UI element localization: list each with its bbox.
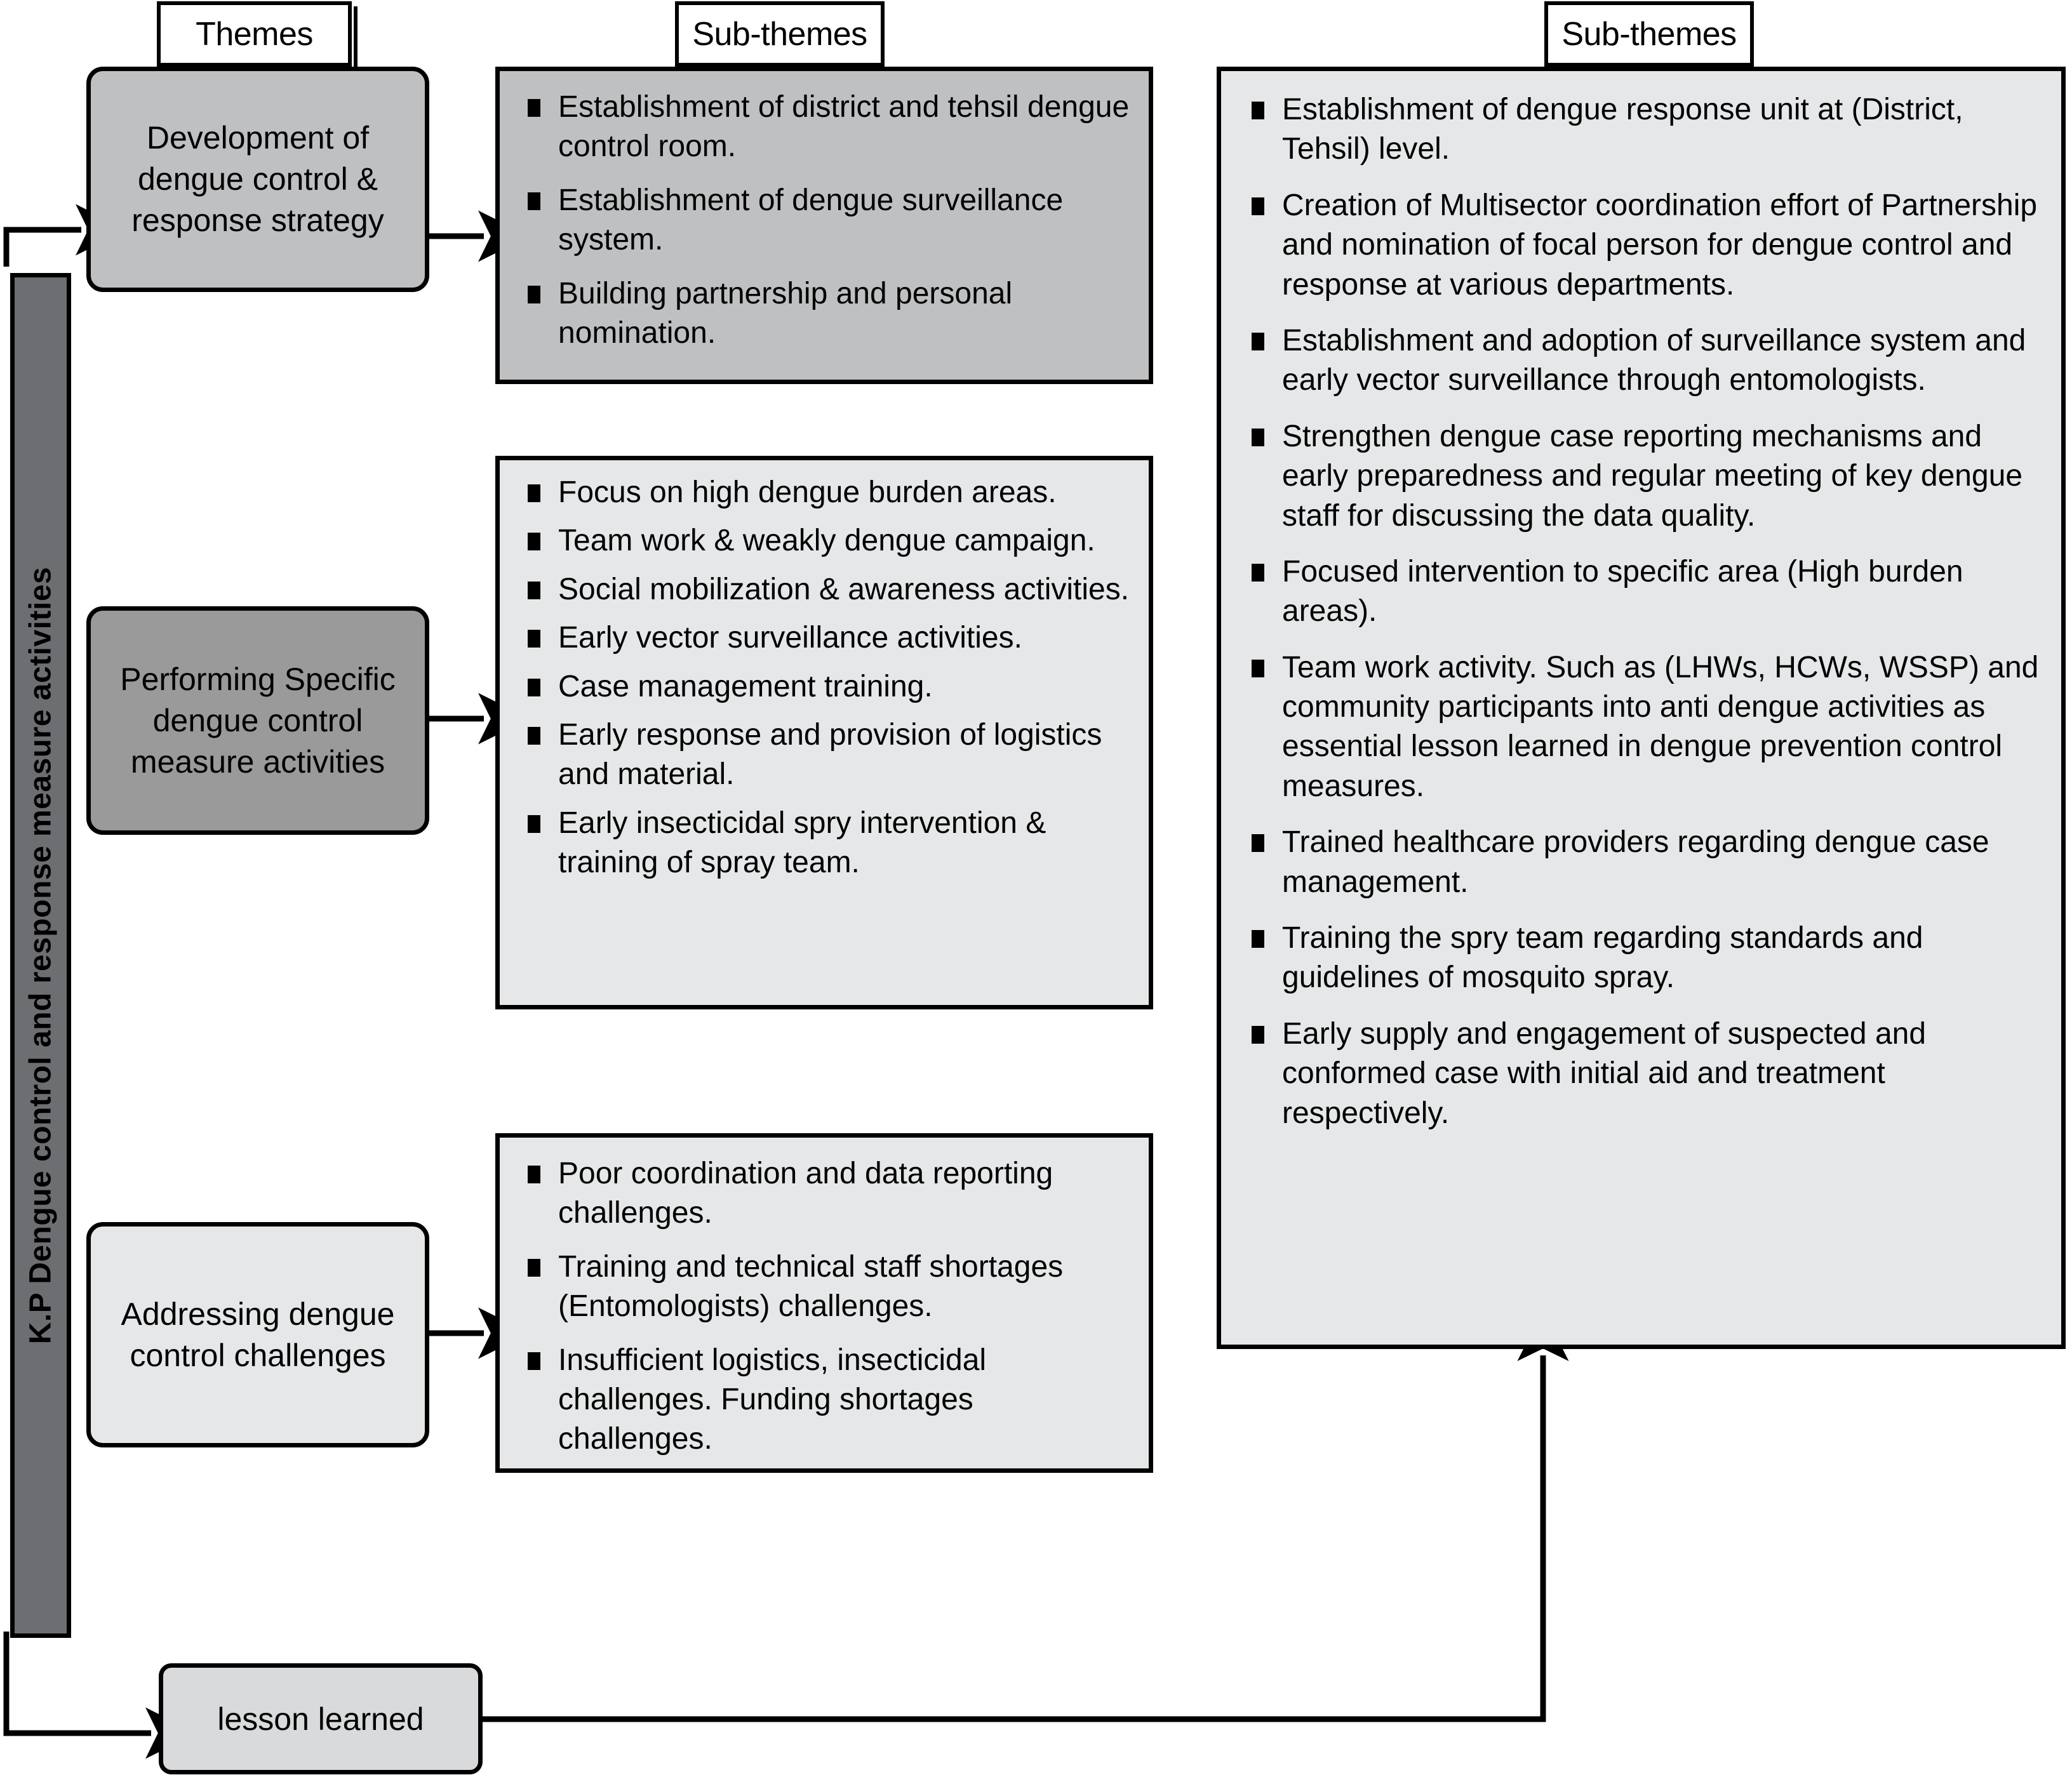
list-item: Poor coordination and data reporting cha…: [519, 1154, 1130, 1233]
list-item: Early response and provision of logistic…: [519, 715, 1130, 795]
square-bullet-icon: [528, 581, 540, 599]
list-item-text: Building partnership and personal nomina…: [558, 276, 1013, 350]
list-item-text: Team work & weakly dengue campaign.: [558, 524, 1095, 558]
list-item-text: Early response and provision of logistic…: [558, 717, 1102, 792]
square-bullet-icon: [528, 1258, 540, 1277]
list-item: Establishment of district and tehsil den…: [519, 88, 1130, 167]
list-item: Training the spry team regarding standar…: [1243, 919, 2040, 998]
list-item: Strengthen dengue case reporting mechani…: [1243, 417, 2040, 536]
list-item-text: Early vector surveillance activities.: [558, 621, 1022, 655]
wire-spine-to-lesson: [3, 1632, 197, 1759]
spine-label: K.P Dengue control and response measure …: [23, 566, 58, 1345]
list-item-text: Strengthen dengue case reporting mechani…: [1282, 419, 2023, 533]
header-subthemes-middle: Sub-themes: [675, 1, 885, 67]
square-bullet-icon: [1252, 563, 1264, 582]
list-item-text: Poor coordination and data reporting cha…: [558, 1157, 1053, 1230]
square-bullet-icon: [1252, 834, 1264, 853]
list-item: Early vector surveillance activities.: [519, 618, 1130, 658]
list-item: Establishment and adoption of surveillan…: [1243, 321, 2040, 401]
lesson-learned-box[interactable]: lesson learned: [159, 1663, 483, 1774]
square-bullet-icon: [528, 192, 540, 210]
square-bullet-icon: [528, 533, 540, 551]
list-item-text: Establishment of district and tehsil den…: [558, 90, 1130, 164]
list-item: Insufficient logistics, insecticidal cha…: [519, 1341, 1130, 1460]
square-bullet-icon: [528, 285, 540, 303]
list-item: Case management training.: [519, 667, 1130, 707]
subtheme-box-right[interactable]: Establishment of dengue response unit at…: [1217, 67, 2066, 1349]
subtheme-list-3: Poor coordination and data reporting cha…: [519, 1154, 1130, 1460]
list-item: Creation of Multisector coordination eff…: [1243, 186, 2040, 305]
list-item-text: Trained healthcare providers regarding d…: [1282, 825, 1989, 899]
list-item-text: Creation of Multisector coordination eff…: [1282, 188, 2038, 302]
list-item-text: Establishment of dengue response unit at…: [1282, 93, 1963, 166]
list-item: Social mobilization & awareness activiti…: [519, 570, 1130, 609]
square-bullet-icon: [1252, 332, 1264, 350]
square-bullet-icon: [528, 815, 540, 833]
subtheme-list-2: Focus on high dengue burden areas. Team …: [519, 473, 1130, 883]
square-bullet-icon: [1252, 197, 1264, 215]
list-item: Establishment of dengue surveillance sys…: [519, 181, 1130, 260]
header-themes-label: Themes: [196, 15, 313, 53]
list-item-text: Case management training.: [558, 669, 933, 703]
list-item: Building partnership and personal nomina…: [519, 274, 1130, 354]
lesson-learned-label: lesson learned: [217, 1701, 424, 1737]
list-item-text: Early supply and engagement of suspected…: [1282, 1016, 1927, 1130]
list-item-text: Insufficient logistics, insecticidal cha…: [558, 1343, 987, 1456]
square-bullet-icon: [1252, 930, 1264, 948]
theme-box-development-label: Development of dengue control & response…: [131, 120, 384, 238]
header-subthemes-middle-label: Sub-themes: [692, 15, 867, 53]
square-bullet-icon: [528, 678, 540, 696]
list-item: Early supply and engagement of suspected…: [1243, 1014, 2040, 1133]
square-bullet-icon: [528, 1352, 540, 1370]
list-item: Establishment of dengue response unit at…: [1243, 90, 2040, 170]
header-subthemes-right: Sub-themes: [1544, 1, 1754, 67]
subtheme-list-right: Establishment of dengue response unit at…: [1243, 90, 2040, 1133]
list-item-text: Training the spry team regarding standar…: [1282, 921, 1923, 995]
square-bullet-icon: [528, 99, 540, 117]
list-item: Training and technical staff shortages (…: [519, 1247, 1130, 1327]
square-bullet-icon: [528, 726, 540, 745]
square-bullet-icon: [528, 1166, 540, 1183]
list-item-text: Establishment of dengue surveillance sys…: [558, 183, 1064, 257]
square-bullet-icon: [1252, 659, 1264, 677]
list-item: Focus on high dengue burden areas.: [519, 473, 1130, 512]
theme-box-performing-label: Performing Specific dengue control measu…: [120, 661, 396, 780]
list-item: Team work & weakly dengue campaign.: [519, 521, 1130, 561]
square-bullet-icon: [528, 484, 540, 502]
list-item-text: Focused intervention to specific area (H…: [1282, 554, 1963, 628]
header-subthemes-right-label: Sub-themes: [1561, 15, 1737, 53]
list-item: Trained healthcare providers regarding d…: [1243, 823, 2040, 902]
wire-lesson-to-right: [483, 1310, 1569, 1722]
wire-spine-to-theme1: [3, 204, 127, 267]
list-item-text: Training and technical staff shortages (…: [558, 1249, 1064, 1324]
list-item-text: Establishment and adoption of surveillan…: [1282, 323, 2026, 397]
spine-bar: K.P Dengue control and response measure …: [10, 273, 71, 1638]
square-bullet-icon: [528, 630, 540, 648]
subtheme-box-2[interactable]: Focus on high dengue burden areas. Team …: [495, 456, 1153, 1009]
subtheme-box-3[interactable]: Poor coordination and data reporting cha…: [495, 1133, 1153, 1473]
theme-box-addressing[interactable]: Addressing dengue control challenges: [86, 1222, 429, 1447]
square-bullet-icon: [1252, 102, 1264, 119]
subtheme-box-1[interactable]: Establishment of district and tehsil den…: [495, 67, 1153, 384]
list-item-text: Social mobilization & awareness activiti…: [558, 572, 1130, 606]
header-themes: Themes: [157, 1, 352, 67]
list-item-text: Early insecticidal spry intervention & t…: [558, 806, 1046, 880]
theme-box-performing[interactable]: Performing Specific dengue control measu…: [86, 606, 429, 835]
list-item: Early insecticidal spry intervention & t…: [519, 804, 1130, 883]
list-item: Focused intervention to specific area (H…: [1243, 552, 2040, 632]
list-item: Team work activity. Such as (LHWs, HCWs,…: [1243, 648, 2040, 807]
square-bullet-icon: [1252, 1025, 1264, 1044]
list-item-text: Focus on high dengue burden areas.: [558, 475, 1057, 509]
square-bullet-icon: [1252, 428, 1264, 446]
list-item-text: Team work activity. Such as (LHWs, HCWs,…: [1282, 650, 2039, 803]
subtheme-list-1: Establishment of district and tehsil den…: [519, 88, 1130, 353]
theme-box-development[interactable]: Development of dengue control & response…: [86, 67, 429, 292]
theme-box-addressing-label: Addressing dengue control challenges: [121, 1296, 395, 1373]
